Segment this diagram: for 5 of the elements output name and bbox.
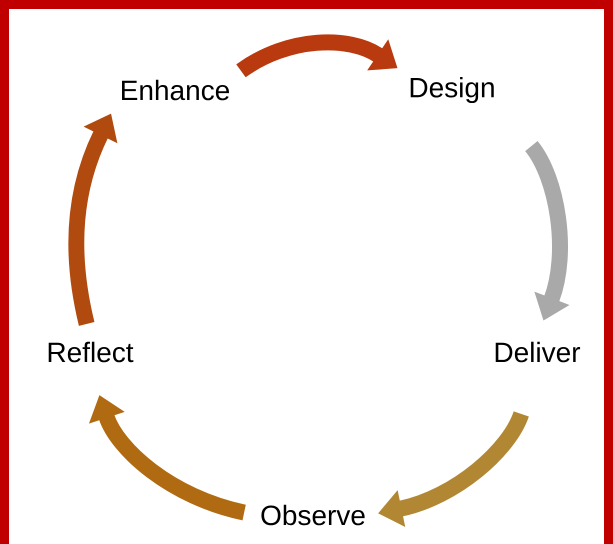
stage-label: Reflect [48, 342, 134, 362]
stage-label: Deliver [496, 342, 580, 362]
stage-label: Observe [261, 504, 365, 526]
stage-label: Design [410, 76, 494, 104]
stage-label: Enhance [122, 80, 229, 100]
